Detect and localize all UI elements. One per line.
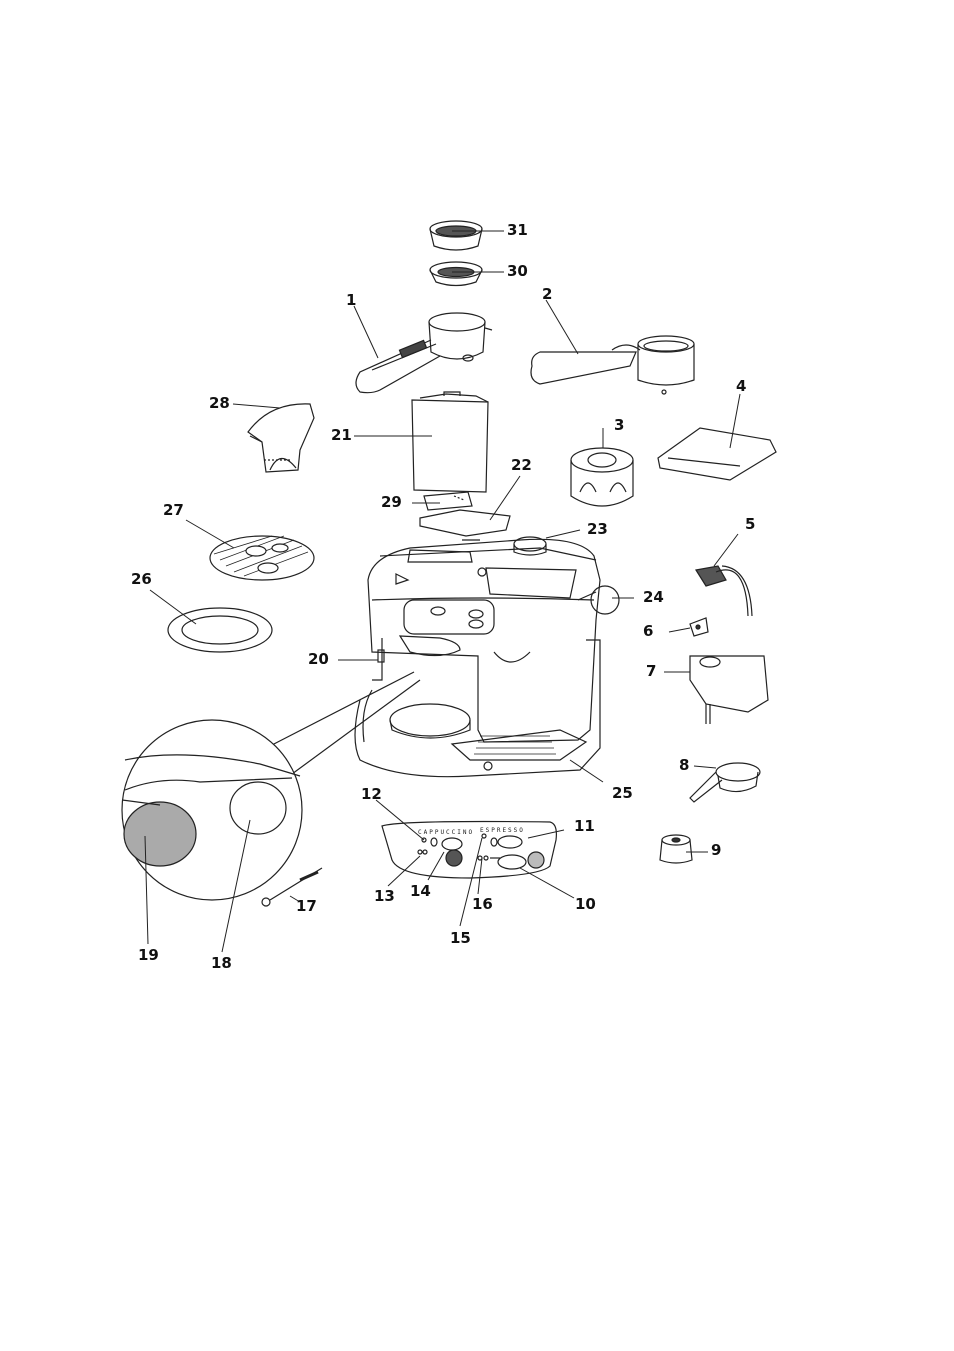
callout-22: 22 <box>511 456 532 474</box>
part-3-knob <box>570 447 634 507</box>
part-22-lid <box>419 509 511 537</box>
callout-6: 6 <box>643 622 654 640</box>
callout-3: 3 <box>614 416 625 434</box>
callout-27: 27 <box>163 501 184 519</box>
callout-7: 7 <box>646 662 657 680</box>
callout-18: 18 <box>211 954 232 972</box>
callout-17: 17 <box>296 897 317 915</box>
part-2-frothing-attachment <box>530 335 695 395</box>
callout-13: 13 <box>374 887 395 905</box>
callout-21: 21 <box>331 426 352 444</box>
panel-label-cappuccino: CAPPUCCINO <box>418 829 474 836</box>
callout-26: 26 <box>131 570 152 588</box>
callout-2: 2 <box>542 285 553 303</box>
part-28-jug <box>247 403 315 473</box>
callout-23: 23 <box>587 520 608 538</box>
part-4-cup-tray <box>657 427 777 481</box>
callout-12: 12 <box>361 785 382 803</box>
part-17-brush <box>261 867 323 907</box>
callout-16: 16 <box>472 895 493 913</box>
callout-9: 9 <box>711 841 722 859</box>
callout-1: 1 <box>346 291 357 309</box>
part-6-steam-tip <box>689 617 709 637</box>
panel-label-espresso: ESPRESSO <box>480 827 525 834</box>
part-26-ring <box>167 607 273 653</box>
leader-lines <box>144 230 741 953</box>
control-panel-detail: CAPPUCCINO ESPRESSO <box>381 820 557 879</box>
callout-31: 31 <box>507 221 528 239</box>
callout-10: 10 <box>575 895 596 913</box>
callout-20: 20 <box>308 650 329 668</box>
part-29-water-filter <box>423 491 473 511</box>
part-27-drip-grid <box>209 535 315 581</box>
callout-25: 25 <box>612 784 633 802</box>
part-5-steam-nozzle <box>695 565 753 617</box>
callout-30: 30 <box>507 262 528 280</box>
callout-24: 24 <box>643 588 664 606</box>
part-31-filter-two-cups <box>429 220 483 251</box>
part-1-filter-holder <box>355 312 493 394</box>
callout-8: 8 <box>679 756 690 774</box>
part-8-measuring-spoon <box>689 762 761 803</box>
callout-28: 28 <box>209 394 230 412</box>
part-7-water-tank <box>689 655 769 724</box>
callout-29: 29 <box>381 493 402 511</box>
zoom-detail <box>121 671 421 901</box>
callout-14: 14 <box>410 882 431 900</box>
part-9-cap <box>659 834 693 864</box>
callout-15: 15 <box>450 929 471 947</box>
callout-4: 4 <box>736 377 747 395</box>
callout-11: 11 <box>574 817 595 835</box>
espresso-machine-body <box>354 536 620 778</box>
callout-19: 19 <box>138 946 159 964</box>
part-30-filter-one-cup <box>429 261 483 287</box>
callout-5: 5 <box>745 515 756 533</box>
part-21-water-reservoir <box>411 391 489 493</box>
